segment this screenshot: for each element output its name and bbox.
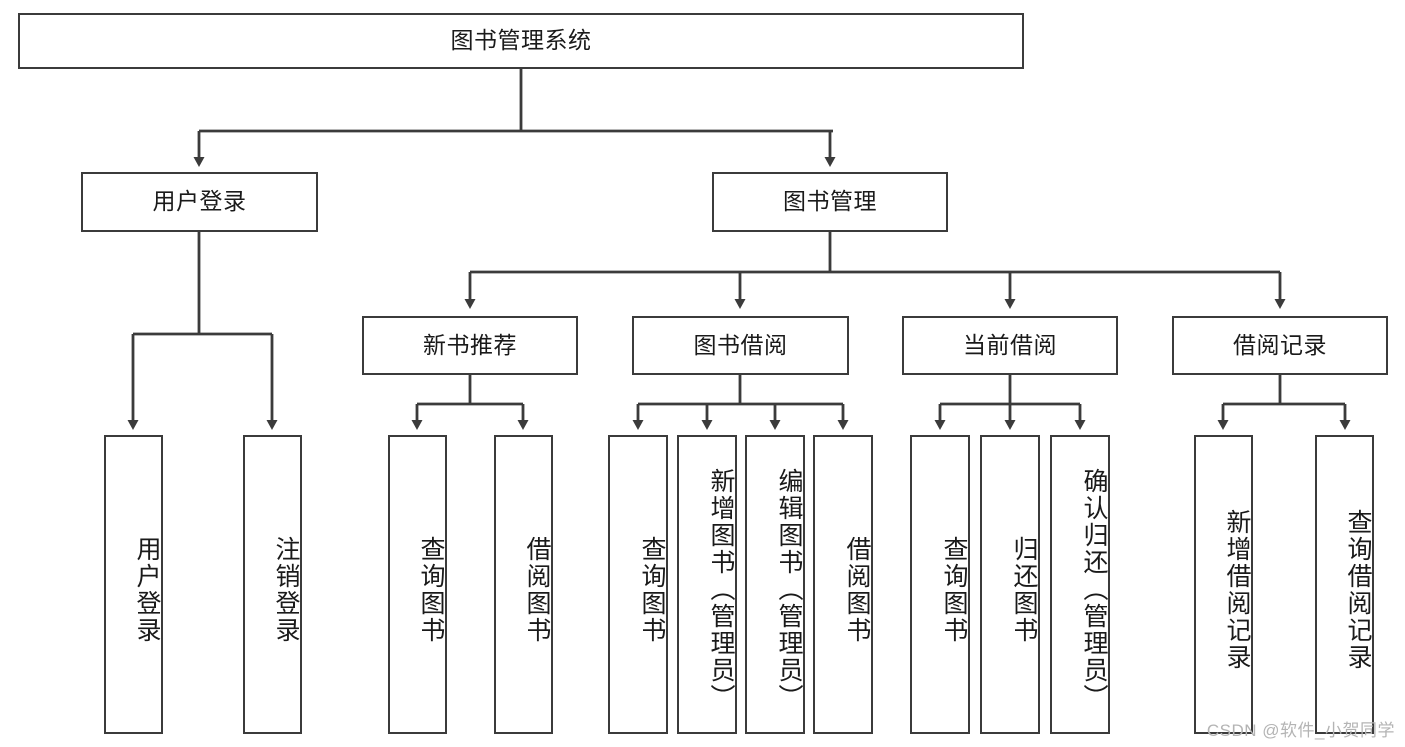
node-leaf-query-record-label: 查询借阅记录 [1344,508,1372,671]
node-leaf-logout-login[interactable]: 注销登录 [243,435,302,734]
csdn-watermark: CSDN @软件_小贺同学 [1206,721,1395,740]
node-book-borrow[interactable]: 图书借阅 [632,316,849,375]
node-book-borrow-label: 图书借阅 [693,331,788,358]
node-leaf-edit-book-label: 编辑图书（管理员） [775,468,803,711]
node-leaf-user-login-label: 用户登录 [133,535,161,644]
node-current-borrow-label: 当前借阅 [963,331,1057,358]
node-leaf-borrow-book-1-label: 借阅图书 [523,535,551,644]
node-leaf-borrow-book-1[interactable]: 借阅图书 [494,435,553,734]
node-user-login[interactable]: 用户登录 [81,172,318,232]
node-user-login-label: 用户登录 [152,188,247,215]
node-leaf-confirm-return[interactable]: 确认归还（管理员） [1050,435,1110,734]
node-leaf-query-book-2-label: 查询图书 [638,535,666,644]
node-leaf-borrow-book-2[interactable]: 借阅图书 [813,435,873,734]
node-leaf-add-book[interactable]: 新增图书（管理员） [677,435,737,734]
node-borrow-record[interactable]: 借阅记录 [1172,316,1388,375]
node-leaf-add-book-label: 新增图书（管理员） [707,468,735,711]
node-leaf-query-book-3[interactable]: 查询图书 [910,435,970,734]
node-book-management-label: 图书管理 [783,188,877,215]
node-leaf-query-book-2[interactable]: 查询图书 [608,435,668,734]
node-leaf-add-record-label: 新增借阅记录 [1223,508,1251,671]
node-borrow-record-label: 借阅记录 [1233,331,1327,358]
node-leaf-add-record[interactable]: 新增借阅记录 [1194,435,1253,734]
node-leaf-query-book-1[interactable]: 查询图书 [388,435,447,734]
node-leaf-return-book[interactable]: 归还图书 [980,435,1040,734]
node-leaf-query-book-3-label: 查询图书 [940,535,968,644]
node-leaf-user-login[interactable]: 用户登录 [104,435,163,734]
node-leaf-edit-book[interactable]: 编辑图书（管理员） [745,435,805,734]
node-leaf-confirm-return-label: 确认归还（管理员） [1080,468,1108,711]
node-root-system[interactable]: 图书管理系统 [18,13,1024,69]
node-book-management[interactable]: 图书管理 [712,172,948,232]
node-leaf-query-book-1-label: 查询图书 [417,535,445,644]
node-leaf-return-book-label: 归还图书 [1010,535,1038,644]
node-new-book-recommend-label: 新书推荐 [423,331,517,358]
node-root-system-label: 图书管理系统 [450,27,592,54]
node-leaf-borrow-book-2-label: 借阅图书 [843,535,871,644]
node-current-borrow[interactable]: 当前借阅 [902,316,1118,375]
node-leaf-query-record[interactable]: 查询借阅记录 [1315,435,1374,734]
node-new-book-recommend[interactable]: 新书推荐 [362,316,578,375]
node-leaf-logout-login-label: 注销登录 [272,535,300,644]
